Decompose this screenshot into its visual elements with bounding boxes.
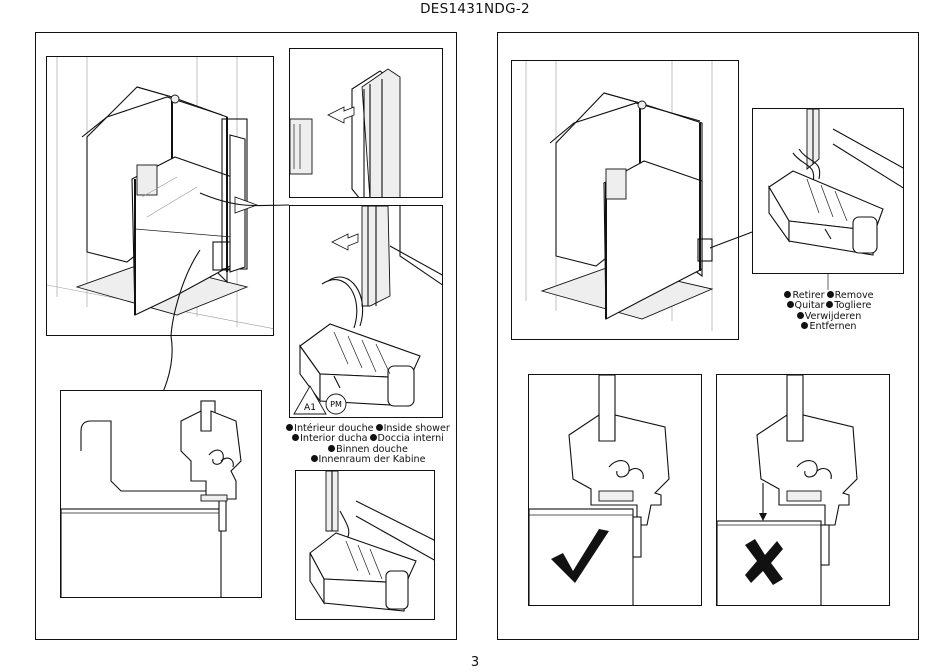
incorrect-fit-panel [716, 374, 890, 606]
tray-removal-detail [752, 108, 904, 274]
badge-a1: A1 [304, 403, 316, 413]
remove-caption-en: Remove [834, 290, 874, 301]
checkmark-icon [551, 529, 609, 583]
remove-caption-fr: Retirer [792, 290, 825, 301]
shower-overview-panel [46, 56, 274, 336]
cross-icon [745, 539, 783, 585]
remove-caption-nl: Verwijderen [804, 310, 862, 322]
remove-caption: Retirer Remove Quitar Togliere Verwijderen… [750, 290, 906, 333]
arrow-left-icon [331, 233, 359, 251]
caption-nl: Binnen douche [336, 443, 408, 455]
shower-cabin-illustration-right [525, 61, 714, 331]
remove-caption-it: Togliere [834, 300, 872, 312]
caption-fr: Intérieur douche [294, 423, 374, 434]
shower-overview-panel-right [511, 60, 739, 340]
correct-fit-panel [528, 374, 702, 606]
shower-cabin-illustration [47, 57, 273, 329]
caption-de: Innenraum der Kabine [318, 454, 426, 466]
caption-it: Doccia interni [377, 433, 444, 445]
caption-en: Inside shower [383, 423, 450, 434]
badge-pm: PM [330, 400, 342, 409]
profile-removal-detail-top [289, 48, 443, 198]
page-number: 3 [470, 655, 480, 670]
step-badges: A1 PM [293, 385, 347, 415]
profile-installed-detail [295, 470, 435, 620]
document-code: DES1431NDG-2 [420, 1, 530, 17]
inside-shower-caption: Intérieur douche Inside shower Interior d… [284, 423, 450, 466]
caption-es: Interior ducha [300, 433, 368, 445]
arrow-left-icon [327, 106, 355, 124]
remove-caption-es: Quitar [794, 300, 825, 312]
profile-removal-detail-bottom: A1 PM [289, 205, 443, 418]
remove-caption-de: Entfernen [809, 321, 857, 333]
profile-cross-section-panel [60, 390, 262, 598]
